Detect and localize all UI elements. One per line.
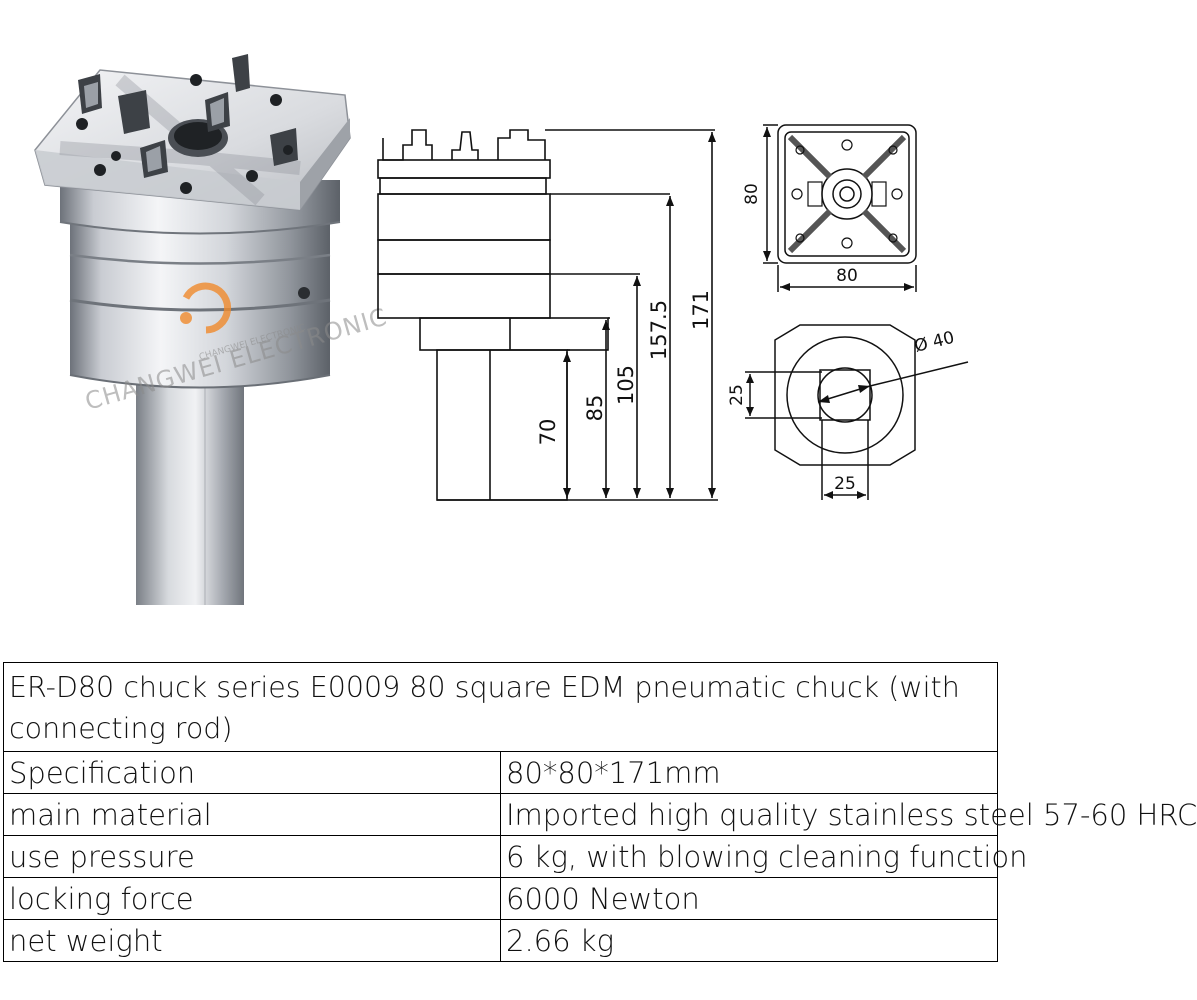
dim-label-top-height: 80 [742,183,762,205]
table-row: net weight 2.66 kg [3,919,998,962]
spec-label: main material [3,793,501,836]
chuck-body [70,215,330,388]
side-view-drawing [377,129,718,501]
spec-label: net weight [3,919,501,962]
dim-label-105: 105 [614,365,638,405]
connecting-rod [136,380,244,605]
bottom-dim-arrows [746,374,870,499]
chuck-render [34,54,351,605]
table-row: use pressure 6 kg, with blowing cleaning… [3,835,1028,878]
spec-title: ER-D80 chuck series E0009 80 square EDM … [3,662,998,752]
side-dim-arrows [563,132,716,498]
dim-label-85: 85 [583,395,607,422]
side-dim-labels: 70 85 105 157.5 171 [536,290,713,445]
spec-label: locking force [3,877,501,920]
dim-label-diameter: Ø 40 [912,328,956,357]
dim-label-171: 171 [689,290,713,330]
spec-label: Specification [3,751,501,794]
dim-label-top-width: 80 [836,266,858,286]
dim-label-bottom-width: 25 [834,474,856,494]
spec-table: ER-D80 chuck series E0009 80 square EDM … [3,662,1197,962]
spec-value: 80*80*171mm [500,751,998,794]
spec-value: 6 kg, with blowing cleaning function [500,835,1028,878]
brand-logo-icon [180,282,232,334]
spec-value: 6000 Newton [500,877,998,920]
top-dim-arrows [763,127,914,291]
table-row: locking force 6000 Newton [3,877,998,920]
dim-label-70: 70 [536,419,560,446]
dim-label-157-5: 157.5 [647,300,671,360]
product-figure: CHANGWEI ELECTRONIC CHANGWEI ELECTRONIC [34,54,969,605]
spec-value: Imported high quality stainless steel 57… [500,793,1197,836]
top-view-drawing [763,124,917,292]
air-port [298,287,310,299]
spec-label: use pressure [3,835,501,878]
table-row: main material Imported high quality stai… [3,793,1197,836]
spec-value: 2.66 kg [500,919,998,962]
table-row: Specification 80*80*171mm [3,751,998,794]
product-illustration: CHANGWEI ELECTRONIC CHANGWEI ELECTRONIC [34,54,969,605]
dim-label-bottom-height: 25 [727,384,747,406]
